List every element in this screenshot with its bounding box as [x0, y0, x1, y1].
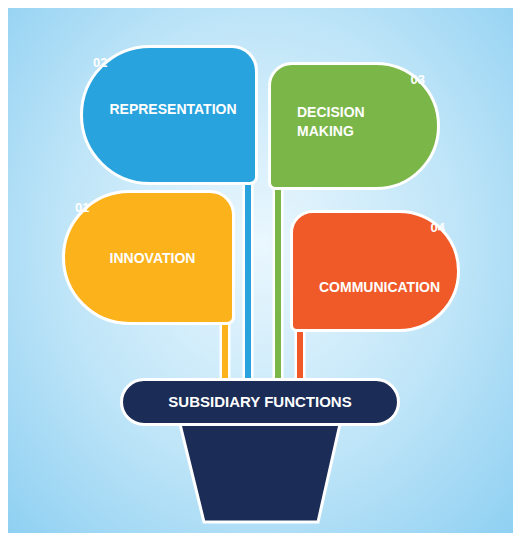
callout-number: 03 — [411, 72, 425, 87]
pot-body — [180, 424, 340, 522]
stem-line — [297, 330, 303, 380]
stem-outline — [220, 323, 231, 380]
stem-line — [275, 188, 281, 380]
stem-outline — [295, 330, 306, 380]
plant-stem — [225, 323, 226, 380]
stem-outline — [243, 183, 254, 380]
plant-stem — [300, 330, 301, 380]
callout-number: 01 — [75, 200, 89, 215]
function-label: REPRESENTATION — [101, 100, 245, 119]
callout-number: 04 — [431, 220, 445, 235]
plant-stem — [278, 188, 279, 380]
leaf-box: 03DECISION MAKING — [268, 62, 440, 190]
stem-line — [222, 323, 228, 380]
leaf-box: 04COMMUNICATION — [290, 210, 460, 332]
leaf-box: 02REPRESENTATION — [80, 45, 258, 185]
stem-outline — [273, 188, 284, 380]
function-label: INNOVATION — [83, 249, 222, 268]
stem-line — [245, 183, 251, 380]
function-label: DECISION MAKING — [297, 103, 417, 141]
pot-label: SUBSIDIARY FUNCTIONS — [168, 392, 351, 412]
leaf-box: 01INNOVATION — [62, 190, 235, 325]
pot-band: SUBSIDIARY FUNCTIONS — [120, 378, 400, 426]
callout-number: 02 — [93, 55, 107, 70]
plant-stem — [248, 183, 249, 380]
function-label: COMMUNICATION — [319, 278, 439, 297]
